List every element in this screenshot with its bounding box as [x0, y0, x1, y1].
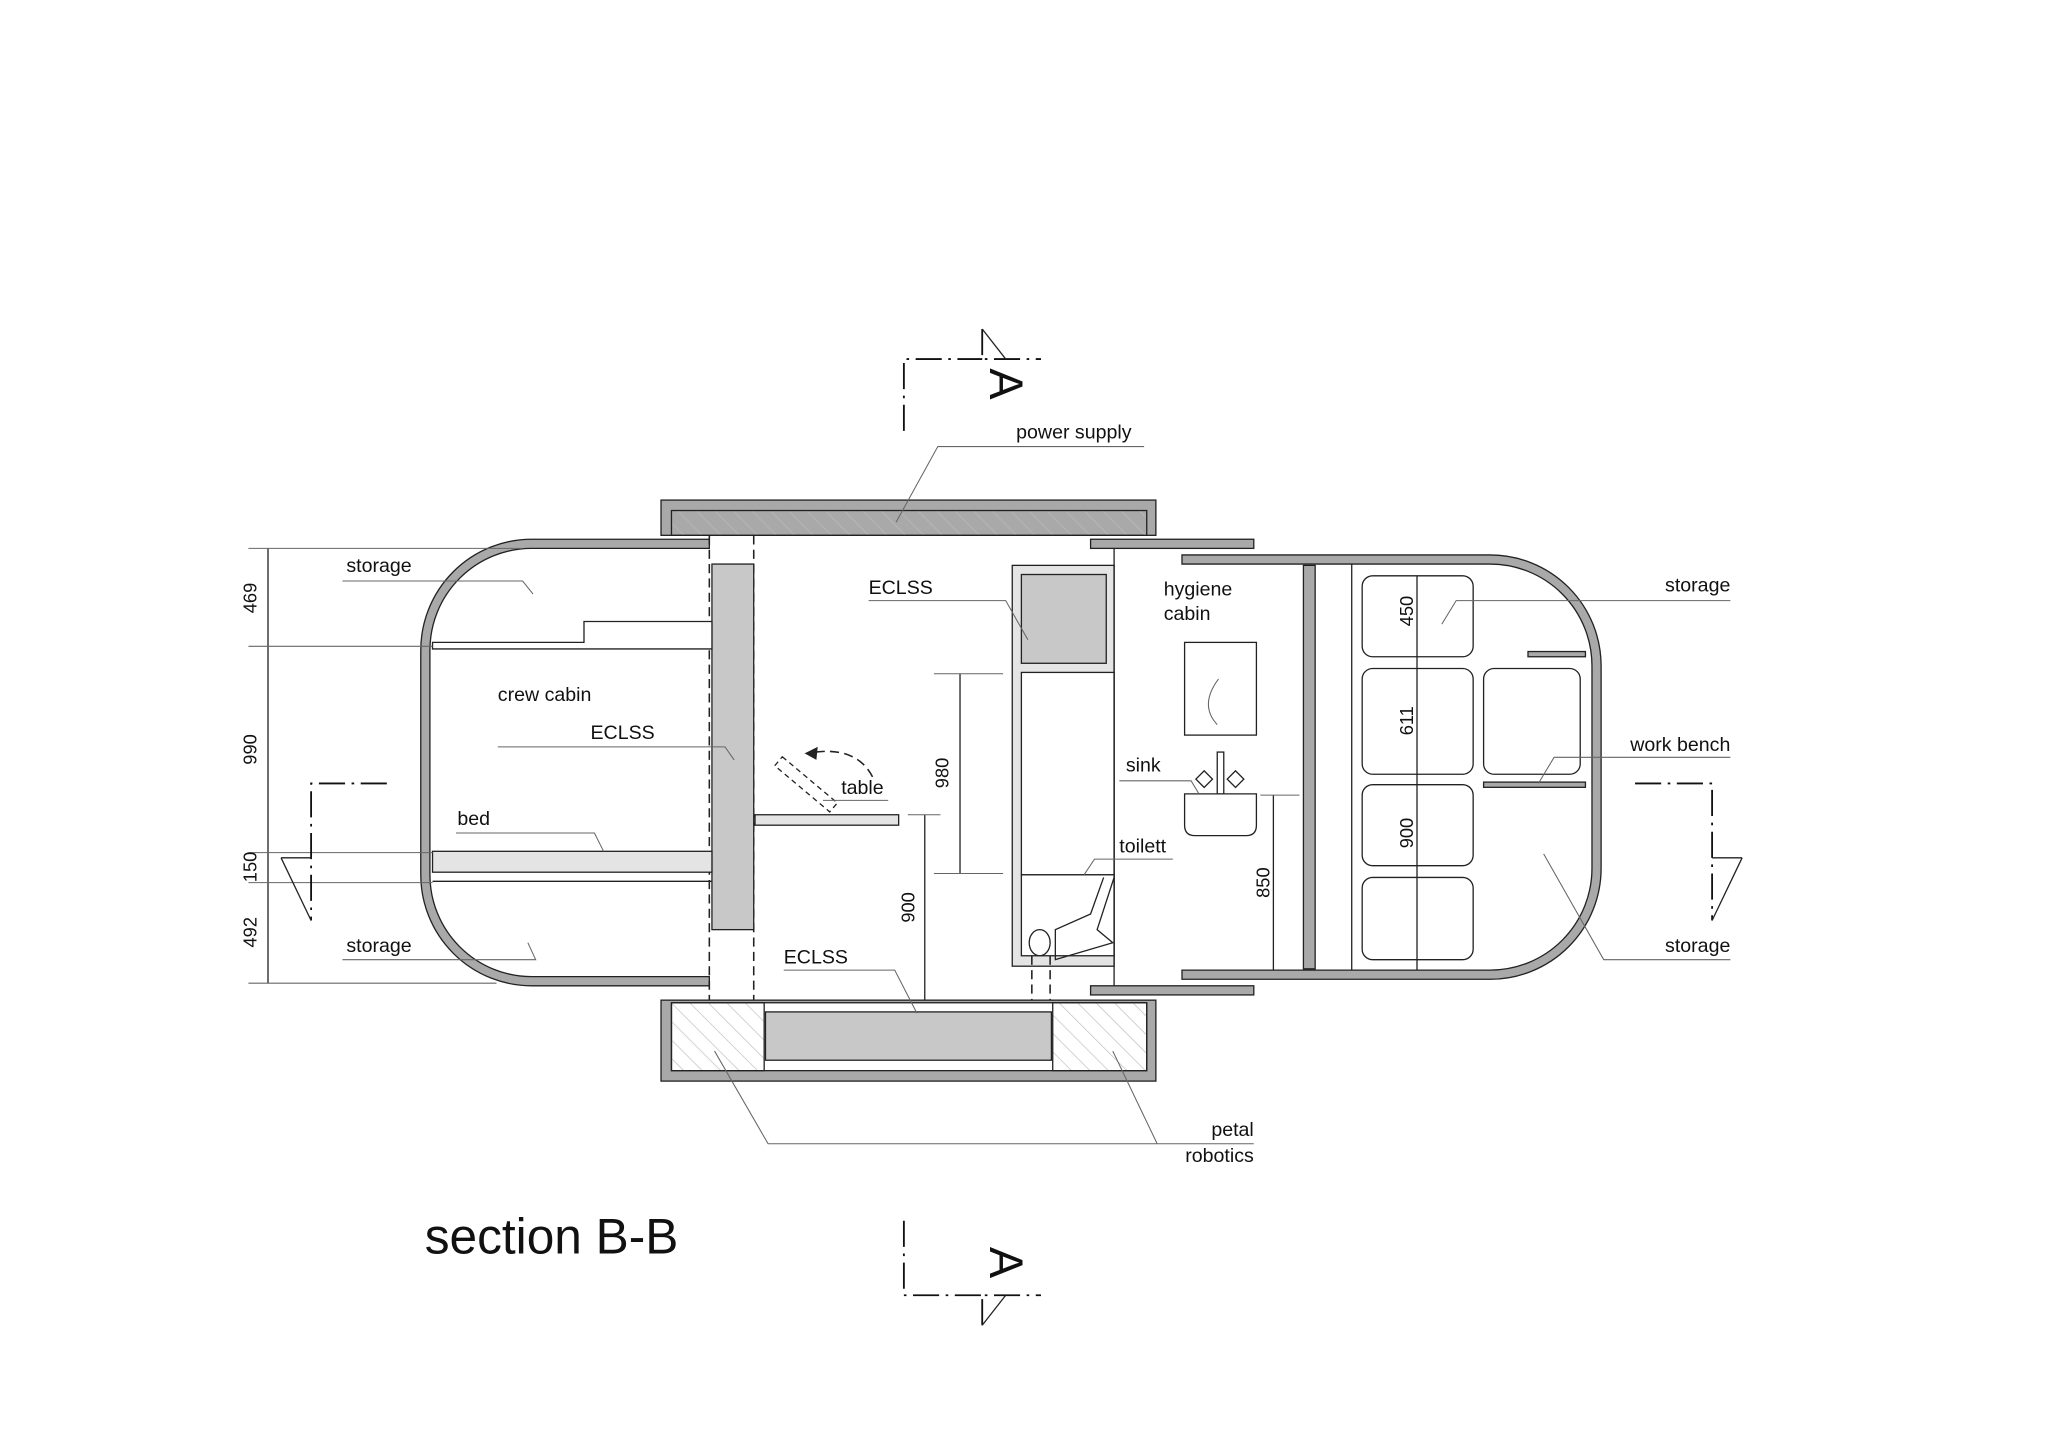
label-storage-bottom-left: storage [346, 935, 411, 957]
marker-a-bottom-letter: A [980, 1247, 1033, 1279]
eclss-box [1020, 573, 1107, 664]
section-title: section B-B [425, 1208, 679, 1264]
label-eclss-top: ECLSS [869, 577, 933, 599]
label-eclss-wall: ECLSS [591, 722, 655, 744]
label-sink: sink [1126, 755, 1161, 777]
mirror [1183, 641, 1258, 736]
label-bed: bed [457, 808, 490, 830]
label-hygiene: hygiene [1164, 578, 1233, 600]
label-work-bench: work bench [1629, 734, 1730, 756]
leader-lines [342, 446, 1731, 1145]
shelf [1527, 650, 1587, 658]
dim-980: 980 [931, 758, 952, 788]
work-bench [1482, 781, 1587, 788]
sink [1183, 751, 1258, 837]
label-cabin: cabin [1164, 603, 1211, 625]
power-supply-module [660, 499, 1157, 536]
bed-panel [431, 850, 713, 873]
hygiene-wall-unit [1011, 538, 1255, 1001]
label-storage-top-right: storage [1665, 574, 1730, 596]
label-table: table [841, 777, 884, 799]
table [754, 746, 900, 826]
section-marker-a-bottom: A [902, 1220, 1041, 1326]
label-eclss-bottom: ECLSS [784, 947, 848, 969]
dim-469: 469 [239, 583, 260, 613]
label-robotics: robotics [1185, 1145, 1254, 1167]
dim-900-table: 900 [897, 892, 918, 922]
petal-robotics-module [660, 999, 1157, 1082]
label-storage-top-left: storage [346, 555, 411, 577]
label-power-supply: power supply [1016, 422, 1132, 444]
dim-900-storage: 900 [1396, 818, 1417, 848]
partition [1302, 564, 1316, 970]
dim-492: 492 [239, 917, 260, 947]
label-crew-cabin: crew cabin [498, 684, 592, 706]
section-marker-a-top: A [902, 328, 1041, 431]
section-marker-b-right [1635, 782, 1743, 921]
dim-990: 990 [239, 734, 260, 764]
label-storage-bottom-right: storage [1665, 935, 1730, 957]
dim-450: 450 [1396, 596, 1417, 626]
dim-150: 150 [239, 852, 260, 882]
storage-shelf [431, 620, 713, 650]
marker-a-top-letter: A [980, 368, 1033, 400]
label-toilett: toilett [1119, 836, 1166, 858]
crew-cabin-capsule [420, 535, 755, 1001]
dim-611: 611 [1396, 706, 1417, 735]
mirror-reflection [1207, 678, 1219, 726]
section-marker-b-left [280, 782, 387, 921]
storage-module [1181, 554, 1602, 980]
label-petal: petal [1211, 1119, 1253, 1141]
dimension-lines [248, 547, 1418, 1001]
dim-850: 850 [1252, 867, 1273, 897]
